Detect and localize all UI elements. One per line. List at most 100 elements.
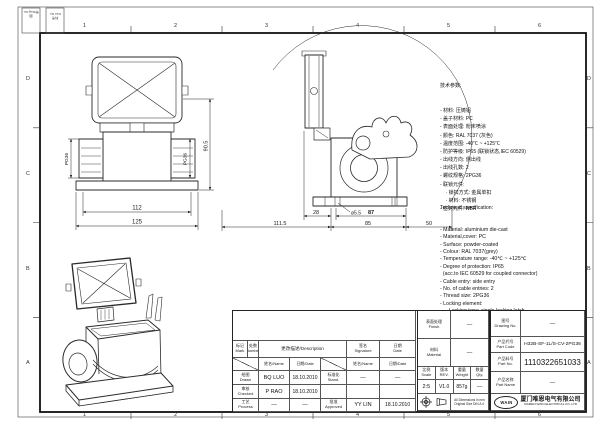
front-cover-cross [98,62,176,118]
front-gland-left [78,138,104,179]
name-subheader-right: 姓名/Name [347,358,380,371]
spec-line: - 密封元件: NBR [440,206,477,213]
scale-value: 2:5 [418,380,436,394]
finish-value: — [451,311,489,339]
spec-line: - 联锁元件: [440,181,465,188]
stand-empty-1 [321,385,347,399]
dim-90-5: 90.5 [204,141,210,152]
dimension-note: All Dimensions in mm Original Size DIN A… [451,394,489,411]
spec-line: - Locking element: [440,300,483,307]
dim-28: 28 [313,210,319,216]
part-name-value: — [521,372,585,394]
border-row-d-right: D [587,76,591,82]
wain-logo-text: WAIN [500,399,513,405]
isometric-view [62,257,174,407]
corner-cell-2: 料号 Part No. [46,12,64,21]
border-row-c-right: C [587,171,591,177]
front-dimensions: 112 125 90.5 PG36 PG36 [64,98,214,230]
company-cell: WAIN 厦门唯恩电气有限公司 XIAMEN WAIN ELECTRICAL C… [491,394,585,411]
company-row: WAIN 厦门唯恩电气有限公司 XIAMEN WAIN ELECTRICAL C… [491,394,585,411]
iso-cover-cross [77,263,131,304]
spec-line: - 表面处理: 粉末喷涂 [440,124,486,131]
hinge [313,127,331,141]
border-col-4-bottom: 4 [356,412,360,418]
projection-row: All Dimensions in mm Original Size DIN A… [418,394,489,411]
front-view [75,56,199,191]
border-row-a-right: A [587,360,591,366]
dim-pg36-left: PG36 [64,153,70,166]
sheet-frame [17,6,594,419]
approved-name: YY LIN [347,399,380,412]
approved-date: 18.10.2010 [380,399,417,412]
stand-empty-2 [347,385,380,399]
material-value: — [451,339,489,367]
border-col-5-top: 5 [447,23,451,29]
company-name-cn: 厦门唯恩电气有限公司 [520,396,581,403]
spec-line: - 出线方向: 侧出线 [440,157,481,164]
part-code-value: H32B-SF-1L/S-CV-2PG36 [521,337,585,353]
spec-line: - Cable entry: side entry [440,278,496,285]
stand-empty-3 [380,385,417,399]
spec-line: · 材料: 不锈钢 [440,198,477,204]
drawn-date: 18.10.2010 [290,371,321,385]
weight-value: 857g [453,380,472,394]
spec-line: - No. of cable entries: 2 [440,285,494,292]
spec-line: - Material: aluminium die-cast [440,226,508,233]
spec-line: - Colour: RAL 7037(grey) [440,249,498,255]
iso-latch-stem [96,306,115,323]
spec-line: - Degree of protection: IP65 [440,263,504,270]
process-date: — [290,399,321,412]
spec-line: - Surface: powder-coated [440,241,499,248]
border-col-6-bottom: 6 [538,412,542,418]
part-no-value: 1110322651033 [521,353,585,372]
checked-date: 18.10.2010 [290,385,321,399]
spec-en-title: Technical specification: [440,204,494,211]
drawn-name: BQ LUO [259,371,290,385]
spec-line: - Thread size: 2PG36 [440,293,490,300]
iso-housing [62,293,174,407]
front-base-flange [75,180,199,191]
border-col-6-top: 6 [538,23,542,29]
border-col-2-bottom: 2 [174,412,178,418]
rev-number-header: 处数Number [248,341,259,358]
dim-112: 112 [132,206,142,212]
corner-cell-2-line1: 料号 [51,16,59,21]
spec-block-cn: 技术参数: - 材料: 压铸铝- 盖子材料: PC- 表面处理: 粉末喷涂- 颜… [440,66,526,230]
iso-cover [65,257,142,310]
stand-date: — [380,371,417,385]
dim-pg36-right: PG36 [183,153,189,166]
spec-line: (acc.to IEC 60529 for coupled connector) [440,271,538,278]
dim-111-5: 111.5 [274,221,287,227]
locking-lever [351,115,418,160]
spec-line: · 锁扣方式: 金属单扣 [440,189,492,196]
scale-value-row: 2:5 V1.0 857g — [418,380,489,394]
border-row-a-left: A [26,360,30,366]
side-dimensions: ø5.5 28 87 111.5 85 50 [221,131,453,231]
side-view [272,25,473,207]
dim-85: 85 [365,221,371,227]
date-subheader-left: 日期/Date [290,358,321,371]
projection-symbols [418,394,451,411]
cover-swing-arc [272,25,473,203]
spec-line: - 盖子材料: PC [440,116,473,123]
projection-symbol-icon [419,396,446,408]
border-row-d-left: D [26,76,30,82]
qty-value: — [471,380,489,394]
spec-line: - 颜色: RAL 7037 (灰色) [440,132,493,139]
company-name-en: XIAMEN WAIN ELECTRICAL CO.,LTD [523,402,578,407]
spec-line: - 防护等级: IP65 (联锁状态,IEC 60529) [440,148,526,155]
spec-line: - Material,cover: PC [440,234,486,241]
